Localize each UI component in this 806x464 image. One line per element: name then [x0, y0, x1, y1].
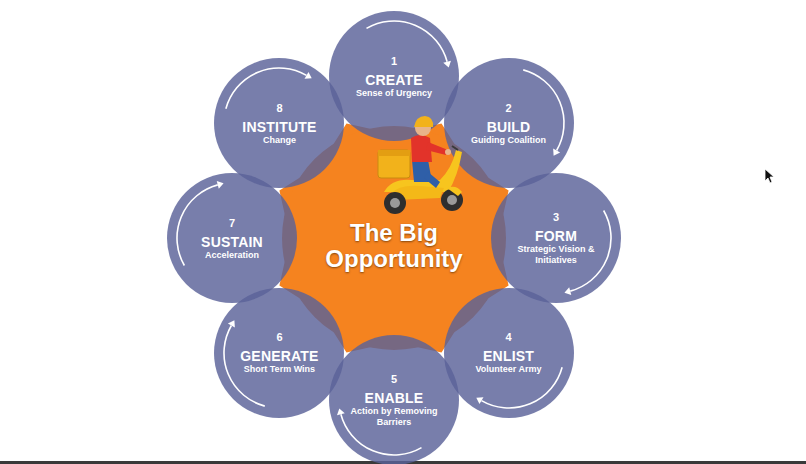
arrow-head [305, 72, 312, 79]
step-number: 4 [505, 330, 511, 344]
step-number: 7 [229, 216, 235, 230]
cycle-arrow [226, 68, 307, 109]
arrow-head [217, 181, 224, 189]
step-heading: ENABLE [365, 390, 424, 406]
step-detail: Action by Removing Barriers [346, 406, 442, 428]
step-detail: Guiding Coalition [461, 135, 557, 146]
arrow-head [337, 408, 345, 415]
step-detail: Strategic Vision & Initiatives [508, 244, 604, 266]
arrow-head [228, 320, 235, 327]
arrow-head [553, 149, 560, 156]
center-title: The Big Opportunity [309, 220, 479, 272]
cycle-arrow [367, 21, 448, 62]
arrow-head [564, 287, 571, 295]
step-number: 1 [391, 54, 397, 68]
step-detail: Short Term Wins [231, 364, 327, 375]
step-number: 6 [276, 330, 282, 344]
step-number: 2 [505, 101, 511, 115]
step-heading: CREATE [365, 72, 423, 88]
step-detail: Sense of Urgency [346, 88, 442, 99]
arrow-head [476, 397, 483, 404]
scooter-illustration [360, 116, 472, 224]
arrow-head [443, 61, 451, 68]
step-number: 5 [391, 372, 397, 386]
step-heading: INSTITUTE [242, 119, 316, 135]
step-heading: FORM [535, 228, 577, 244]
step-heading: SUSTAIN [201, 234, 263, 250]
step-heading: ENLIST [483, 348, 534, 364]
step-heading: GENERATE [240, 348, 318, 364]
mouse-cursor [764, 168, 776, 184]
step-detail: Acceleration [184, 250, 280, 261]
step-heading: BUILD [487, 119, 531, 135]
step-circle: 8INSTITUTEChange [204, 48, 354, 198]
step-detail: Change [231, 135, 327, 146]
step-number: 3 [553, 210, 559, 224]
step-number: 8 [276, 101, 282, 115]
step-detail: Volunteer Army [461, 364, 557, 375]
